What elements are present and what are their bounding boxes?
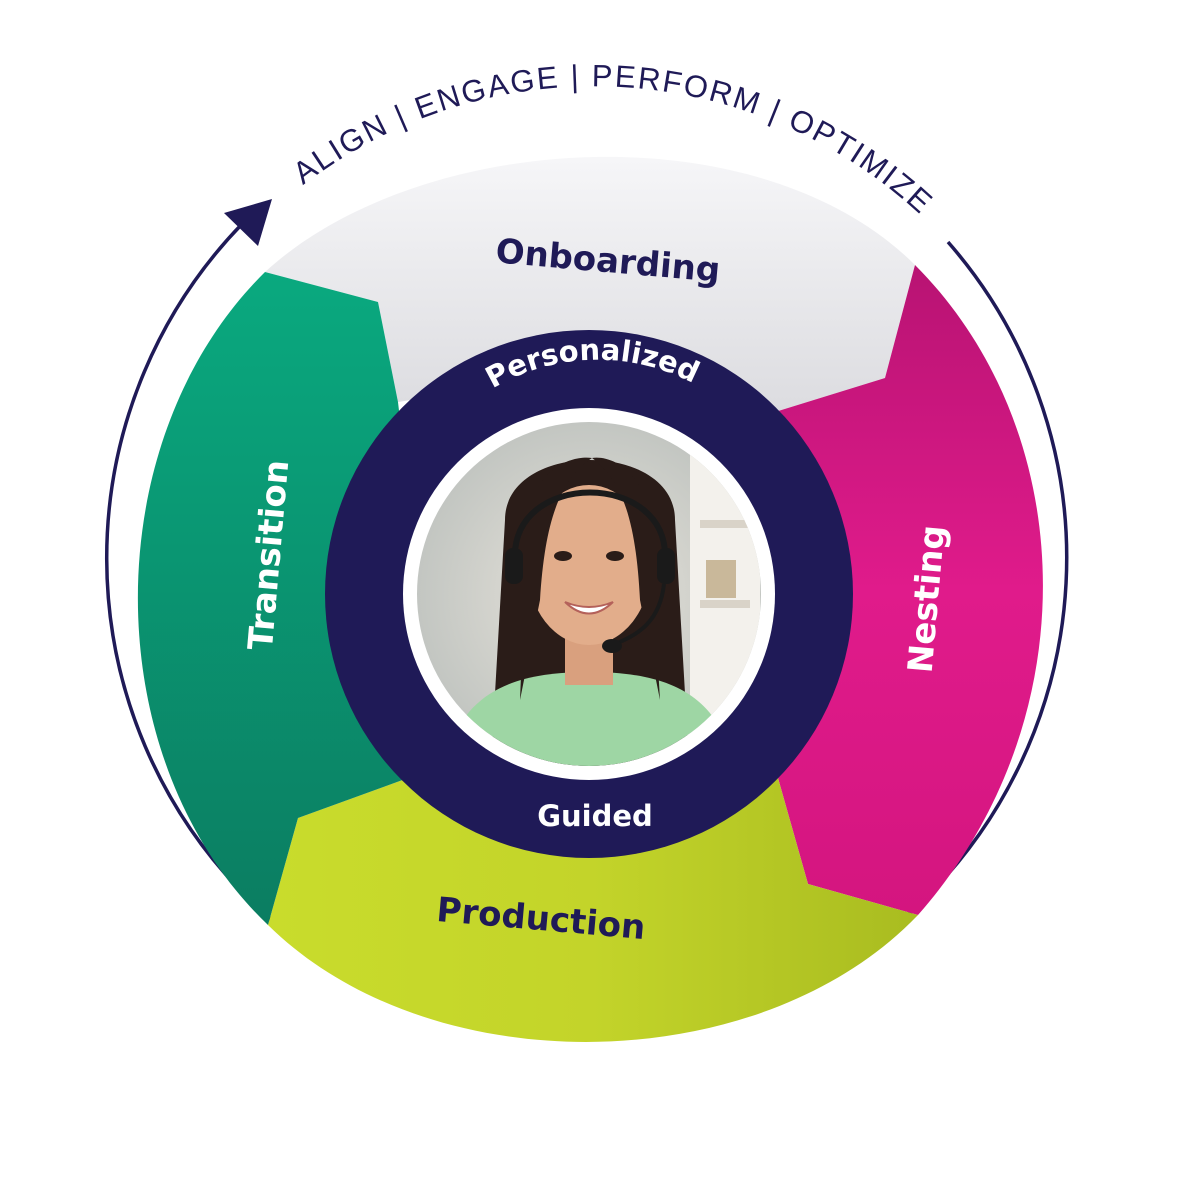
ring-label-guided: Guided [537,799,653,833]
segment-nesting [760,265,1043,915]
segment-production [268,778,918,1042]
segment-transition [137,272,420,925]
agent-photo [417,422,761,766]
segment-onboarding [265,156,915,412]
cycle-arrowhead-icon [224,199,272,246]
